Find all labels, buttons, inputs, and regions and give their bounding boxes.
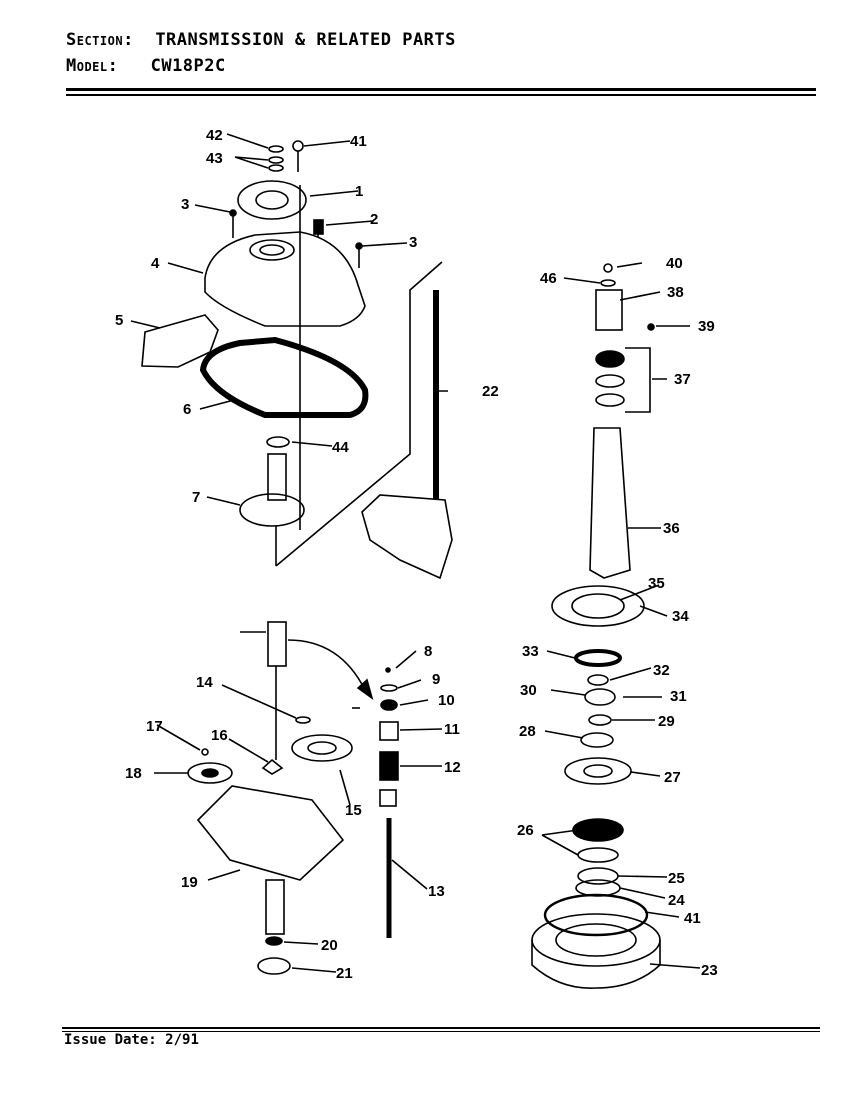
header-rule-bottom [66,94,816,96]
callout-45: 44 [332,439,349,456]
callout-3b: 3 [409,234,417,251]
callout-40: 40 [666,255,683,272]
callout-19: 19 [181,874,198,891]
callout-18: 18 [125,765,142,782]
section-label: Section: [66,30,134,50]
callout-37: 37 [674,371,691,388]
callout-35: 35 [648,575,665,592]
issue-date-label: Issue Date: [64,1032,157,1048]
section-header: Section: TRANSMISSION & RELATED PARTS [66,30,456,50]
callout-14: 14 [196,674,213,691]
callout-7: 7 [192,489,200,506]
callout-25: 25 [668,870,685,887]
callout-17: 17 [146,718,163,735]
section-value: TRANSMISSION & RELATED PARTS [155,30,456,50]
callout-36: 36 [663,520,680,537]
callout-31: 31 [670,688,687,705]
footer-rule-top [62,1027,820,1029]
callout-12: 12 [444,759,461,776]
callout-21: 21 [336,965,353,982]
callout-41-label: 41 [684,910,701,927]
callout-44: 43 [206,150,223,167]
callout-43: 42 [206,127,223,144]
callout-23: 23 [701,962,718,979]
callout-20: 20 [321,937,338,954]
diagram-drawing [130,133,701,989]
issue-date-value: 2/91 [165,1032,199,1048]
callout-10: 10 [438,692,455,709]
callout-33: 33 [522,643,539,660]
callout-42: 41 [350,133,367,150]
callout-5: 5 [115,312,123,329]
callout-15: 15 [345,802,362,819]
callout-28: 28 [519,723,536,740]
callout-27: 27 [664,769,681,786]
model-label: Model: [66,56,119,76]
callout-11: 11 [444,721,460,738]
callout-29: 29 [658,713,675,730]
footer-rule-bottom [62,1031,820,1032]
header-rule-top [66,88,816,91]
callout-numbers: 42 43 41 1 2 3 3 4 5 6 44 7 22 8 9 10 11… [115,127,718,982]
callout-34: 34 [672,608,689,625]
model-value: CW18P2C [150,56,226,76]
model-header: Model: CW18P2C [66,56,226,76]
callout-2: 2 [370,211,378,228]
callout-46: 46 [540,270,557,287]
callout-26: 26 [517,822,534,839]
callout-16: 16 [211,727,228,744]
callout-13: 13 [428,883,445,900]
callout-6: 6 [183,401,191,418]
callout-9: 9 [432,671,440,688]
callout-24: 24 [668,892,685,909]
callout-8: 8 [424,643,432,660]
issue-date: Issue Date: 2/91 [64,1032,199,1048]
callout-32: 32 [653,662,670,679]
callout-39: 39 [698,318,715,335]
callout-22: 22 [482,383,499,400]
callout-30: 30 [520,682,537,699]
callout-4: 4 [151,255,160,272]
callout-38: 38 [667,284,684,301]
callout-1: 1 [355,183,363,200]
callout-3a: 3 [181,196,189,213]
